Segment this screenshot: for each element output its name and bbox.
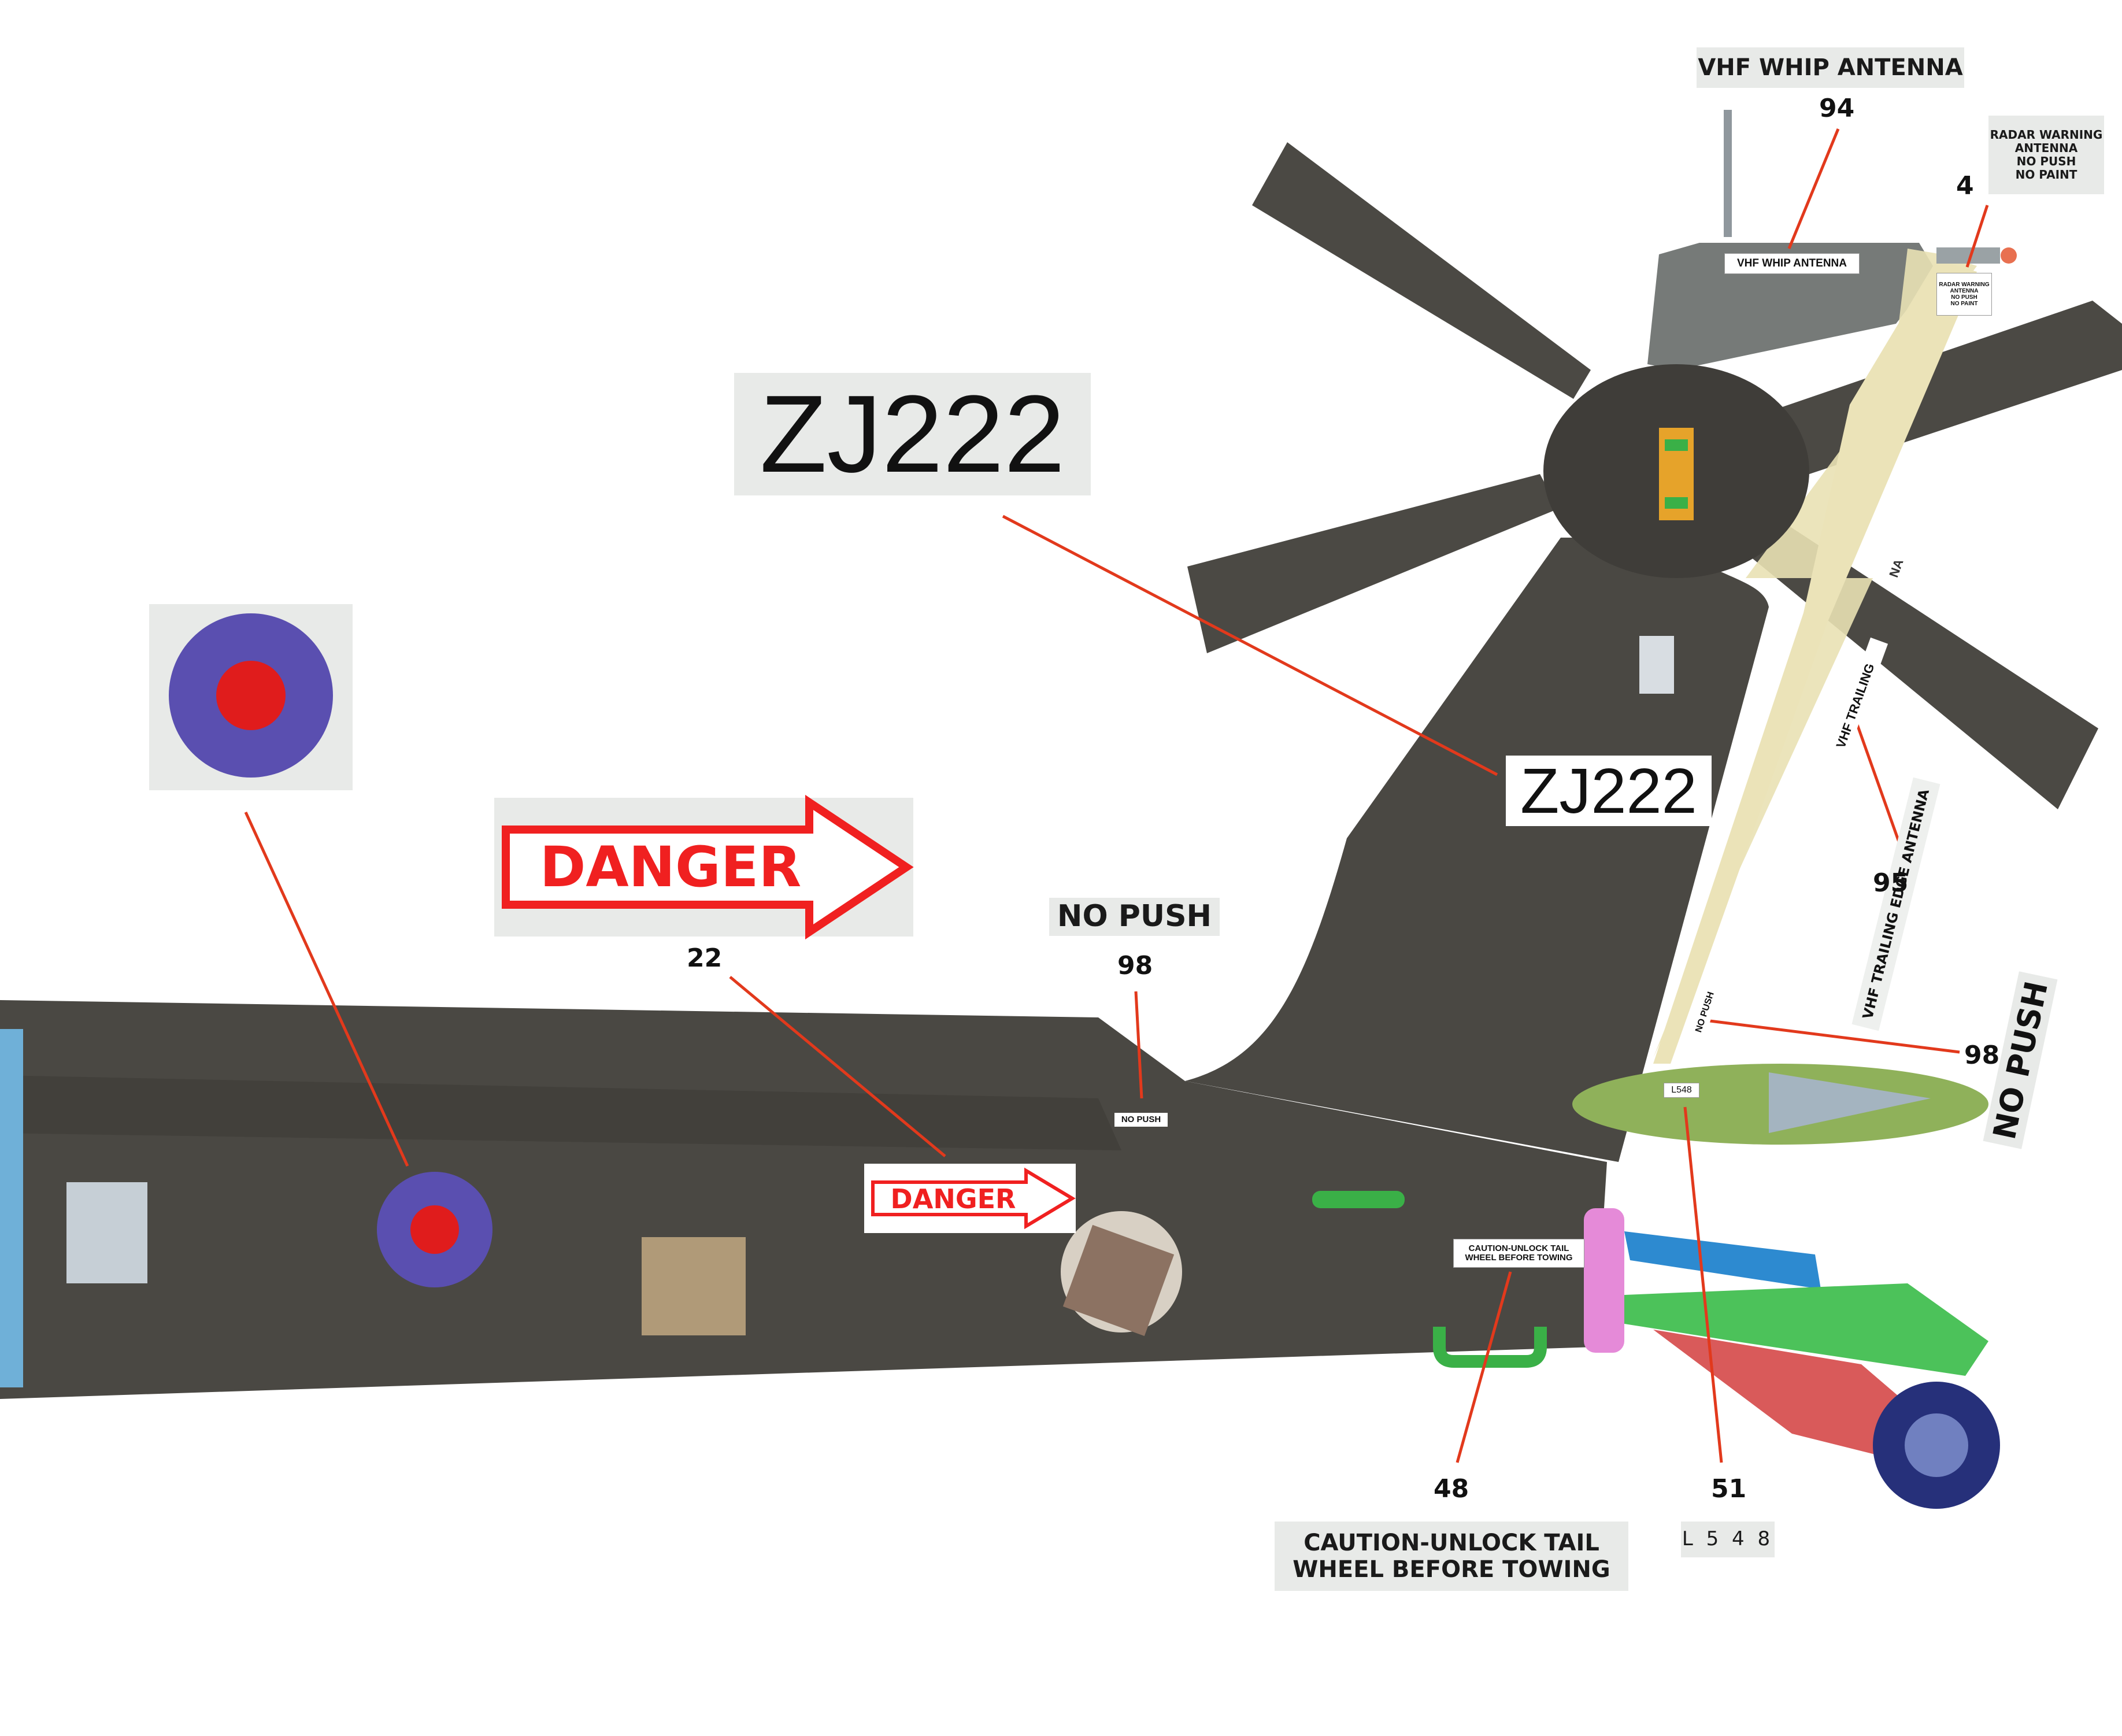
rotor-hub-band xyxy=(1665,439,1688,451)
blue-strut xyxy=(1624,1231,1821,1289)
callout-98-left: 98 xyxy=(1117,951,1153,980)
label-vhf-whip-large: VHF WHIP ANTENNA xyxy=(1697,47,1964,88)
caution-line-1: CAUTION-UNLOCK TAIL xyxy=(1303,1530,1599,1556)
callout-lines xyxy=(244,128,1989,1463)
callout-22: 22 xyxy=(687,943,723,973)
decal-no-push-boom: NO PUSH xyxy=(1114,1113,1168,1127)
callout-98-right: 98 xyxy=(1964,1041,2000,1070)
tail-wheel-assembly xyxy=(1572,1064,2000,1509)
callout-line-48 xyxy=(1456,1271,1512,1463)
tow-handle xyxy=(1433,1327,1547,1368)
vent-box xyxy=(642,1237,746,1335)
red-fairing xyxy=(1653,1330,1902,1457)
label-caution-large: CAUTION-UNLOCK TAIL WHEEL BEFORE TOWING xyxy=(1275,1522,1628,1591)
label-l548-large: L 5 4 8 xyxy=(1681,1522,1775,1557)
decal-radar-warning-small: RADAR WARNING ANTENNA NO PUSH NO PAINT xyxy=(1936,273,1992,316)
callout-line-51 xyxy=(1683,1106,1723,1463)
tail-light xyxy=(1639,636,1674,694)
callout-51: 51 xyxy=(1711,1474,1747,1504)
roundel-large-inner xyxy=(216,661,286,730)
pink-bracket xyxy=(1584,1208,1624,1353)
decal-danger-small: DANGER xyxy=(890,1183,1016,1215)
vertical-fin xyxy=(1185,538,1769,1162)
callout-line-98b xyxy=(1705,1019,1960,1054)
callout-line-95 xyxy=(1854,719,1908,862)
access-panel xyxy=(66,1182,147,1283)
whip-antenna xyxy=(1724,110,1732,237)
brown-box xyxy=(1062,1224,1175,1337)
decal-vhf-whip-small: VHF WHIP ANTENNA xyxy=(1724,253,1860,274)
rotor-blade-upper-left xyxy=(1252,142,1591,399)
callout-line-98a xyxy=(1134,991,1143,1099)
fin-trailing-panel-main xyxy=(1653,260,1977,1064)
callout-95: 95 xyxy=(1873,868,1909,898)
rotor-blade-lower-left xyxy=(1187,474,1558,653)
label-danger-large: DANGER xyxy=(539,835,802,900)
callout-line-4 xyxy=(1965,205,1989,268)
radar-antenna-tip xyxy=(2001,247,2017,264)
callout-4: 4 xyxy=(1956,171,1974,201)
caution-line-2: WHEEL BEFORE TOWING xyxy=(1293,1556,1610,1583)
radar-line-4: NO PAINT xyxy=(2015,168,2077,182)
caution-small-line-2: WHEEL BEFORE TOWING xyxy=(1465,1253,1573,1263)
callout-line-roundel xyxy=(244,811,409,1167)
callout-line-serial xyxy=(1002,514,1498,776)
boom-front-blue xyxy=(0,1029,23,1387)
caution-small-line-1: CAUTION-UNLOCK TAIL xyxy=(1468,1243,1569,1253)
decal-serial-fin: ZJ222 xyxy=(1506,756,1712,826)
tail-fairing-cone xyxy=(1769,1072,1931,1133)
callout-94: 94 xyxy=(1819,94,1855,123)
radar-small-line-4: NO PAINT xyxy=(1950,301,1978,307)
decal-caution-small: CAUTION-UNLOCK TAIL WHEEL BEFORE TOWING xyxy=(1453,1239,1584,1268)
fin-top xyxy=(1647,243,1936,370)
radar-line-3: NO PUSH xyxy=(2016,154,2076,168)
danger-arrow-large xyxy=(502,794,914,940)
radar-line-1: RADAR WARNING xyxy=(1990,128,2103,142)
callout-line-22 xyxy=(729,976,946,1157)
radar-line-2: ANTENNA xyxy=(2014,141,2078,155)
label-radar-warning-large: RADAR WARNING ANTENNA NO PUSH NO PAINT xyxy=(1988,116,2104,194)
decal-l548-fairing: L548 xyxy=(1664,1083,1699,1098)
callout-48: 48 xyxy=(1434,1474,1469,1504)
radar-small-line-2: ANTENNA xyxy=(1950,288,1979,294)
tail-wheel-hub xyxy=(1905,1413,1968,1477)
boom-shadow xyxy=(0,1075,1121,1150)
radar-small-line-1: RADAR WARNING xyxy=(1939,282,1990,288)
green-arm xyxy=(1624,1283,1988,1376)
roundel-small-inner xyxy=(410,1205,459,1254)
label-serial-large: ZJ222 xyxy=(734,373,1091,495)
step-handle xyxy=(1312,1191,1405,1208)
radar-small-line-3: NO PUSH xyxy=(1951,294,1977,301)
label-no-push-large: NO PUSH xyxy=(1049,898,1220,936)
rotor-hub-band-2 xyxy=(1665,497,1688,509)
callout-line-94 xyxy=(1787,128,1840,249)
danger-arrow-small xyxy=(871,1167,1076,1230)
